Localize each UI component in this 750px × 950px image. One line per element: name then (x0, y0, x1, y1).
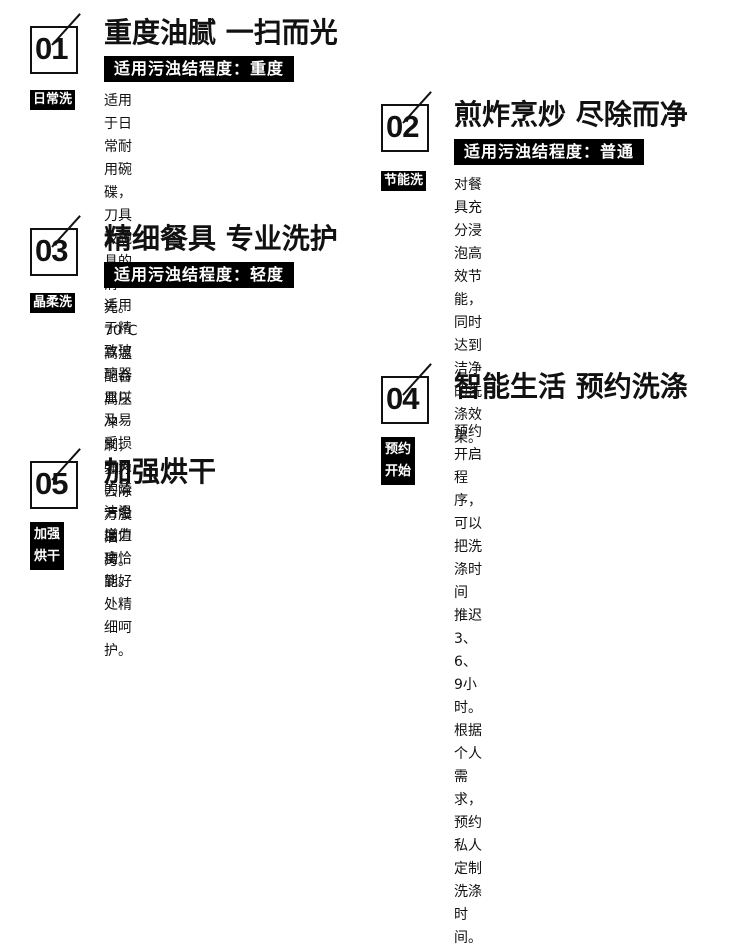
feature-title: 加强烘干 (104, 455, 217, 488)
badge-line: 预约 (385, 442, 412, 457)
badge-line: 烘干 (34, 549, 61, 564)
number-box-03: 03 (30, 215, 81, 276)
feature-number: 04 (386, 381, 419, 416)
number-box-01: 01 (30, 13, 81, 74)
feature-number: 05 (35, 466, 68, 501)
badge-line: 加强 (34, 527, 61, 542)
feature-description: 预约开启程序，可以把洗涤时间 推迟3、6、9小时。根据个人需 求， 预约私人定制… (454, 424, 482, 946)
feature-description: 对餐具充分浸泡高效节能，同时 达到洁净的洗涤效果。 (454, 177, 482, 446)
mode-badge: 加强 烘干 (30, 522, 65, 570)
feature-title: 重度油腻 一扫而光 (104, 16, 338, 49)
feature-title: 智能生活 预约洗涤 (454, 370, 688, 403)
mode-badge: 日常洗 (30, 90, 76, 110)
number-box-04: 04 (381, 363, 432, 424)
number-box-02: 02 (381, 91, 432, 152)
feature-description: 适用于精致玻璃器皿以及易受损 刀叉的清洁温度力度恰到好处精 细呵护。 (104, 298, 132, 659)
feature-number: 01 (35, 31, 68, 66)
feature-title: 精细餐具 专业洗护 (104, 222, 338, 255)
badge-line: 节能洗 (384, 173, 424, 188)
number-box-05: 05 (30, 448, 81, 509)
dirt-level-label: 适用污浊结程度：普通 (454, 139, 645, 165)
badge-line: 日常洗 (33, 92, 73, 107)
feature-number: 03 (35, 233, 68, 268)
feature-number: 02 (386, 109, 419, 144)
badge-line: 开始 (385, 464, 412, 479)
badge-line: 晶柔洗 (33, 295, 73, 310)
dirt-level-label: 适用污浊结程度：重度 (104, 56, 295, 82)
mode-badge: 晶柔洗 (30, 293, 76, 313)
feature-title: 煎炸烹炒 尽除而净 (454, 98, 688, 131)
dirt-level-label: 适用污浊结程度：轻度 (104, 262, 295, 288)
feature-description: 一个增值功能。 (104, 505, 132, 590)
mode-badge: 预约 开始 (381, 437, 416, 485)
mode-badge: 节能洗 (381, 171, 427, 191)
feature-description: 适用于日常耐用碗碟，刀具及碗 具的清先。70℃高温配合高压冲 刷，强力去除万股油… (104, 93, 138, 569)
